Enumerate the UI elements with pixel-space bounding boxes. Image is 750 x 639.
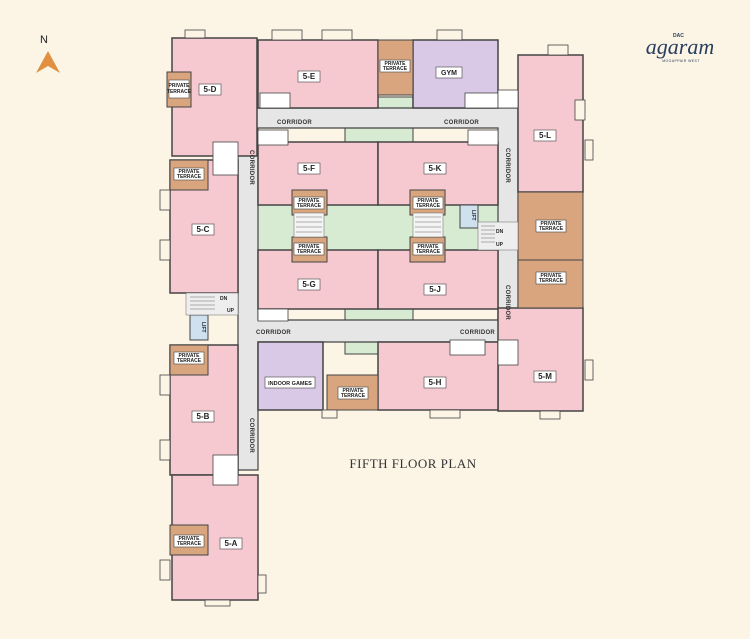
terrace-text: PRIVATE: [385, 61, 407, 67]
corridor-label: CORRIDOR: [460, 330, 495, 336]
corridor-label: CORRIDOR: [444, 120, 479, 126]
lift-east: [459, 204, 479, 229]
terrace-text: TERRACE: [297, 249, 322, 255]
unit-label-5-e: 5-E: [303, 72, 316, 81]
unit-label-5-f: 5-F: [303, 164, 315, 173]
lift-label: LIFT: [470, 210, 476, 221]
terrace-text: PRIVATE: [299, 244, 321, 250]
terrace-text: PRIVATE: [418, 198, 440, 204]
corridor-label: CORRIDOR: [256, 330, 291, 336]
terrace-text: TERRACE: [383, 66, 408, 72]
stair-west: [185, 292, 239, 316]
unit-label-5-l: 5-L: [539, 131, 551, 140]
terrace-text: PRIVATE: [343, 388, 365, 394]
terrace-text: TERRACE: [167, 89, 192, 95]
unit-5-l: [517, 54, 584, 193]
terrace-text: PRIVATE: [169, 83, 191, 89]
indoor-games: [257, 341, 324, 411]
terrace-text: TERRACE: [341, 393, 366, 399]
north-label: N: [40, 34, 48, 46]
terrace-text: TERRACE: [416, 249, 441, 255]
gym-label: GYM: [441, 70, 457, 77]
unit-5-j: [377, 249, 499, 310]
stair-dn-label: DN: [220, 296, 228, 302]
terrace-text: PRIVATE: [541, 273, 563, 279]
plan-title: FIFTH FLOOR PLAN: [349, 456, 476, 471]
unit-label-5-m: 5-M: [538, 372, 552, 381]
brand-logo: agaram: [646, 34, 714, 59]
north-arrow-icon: [36, 51, 60, 73]
brand-tagline: MOGAPPAIR WEST: [662, 59, 700, 63]
stair-up-label: UP: [227, 308, 235, 314]
brand-prefix: DAC: [673, 33, 684, 39]
corridor-label: CORRIDOR: [277, 120, 312, 126]
unit-label-5-a: 5-A: [225, 539, 238, 548]
unit-label-5-h: 5-H: [429, 378, 442, 387]
corridor-label: CORRIDOR: [504, 148, 510, 183]
terrace-text: TERRACE: [177, 358, 202, 364]
terrace-text: TERRACE: [297, 203, 322, 209]
terrace-text: PRIVATE: [541, 221, 563, 227]
terrace-text: PRIVATE: [179, 169, 201, 175]
corridor-label: CORRIDOR: [248, 418, 254, 453]
corridor-label: CORRIDOR: [248, 150, 254, 185]
unit-label-5-c: 5-C: [197, 225, 210, 234]
terrace-text: TERRACE: [177, 541, 202, 547]
lift-label: LIFT: [200, 322, 206, 333]
indoor-games-label: INDOOR GAMES: [268, 381, 312, 387]
unit-label-5-d: 5-D: [204, 85, 217, 94]
unit-label-5-k: 5-K: [429, 164, 442, 173]
terrace-text: TERRACE: [539, 226, 564, 232]
terrace-text: TERRACE: [177, 174, 202, 180]
terrace-text: TERRACE: [416, 203, 441, 209]
unit-label-5-j: 5-J: [429, 285, 441, 294]
terrace-text: TERRACE: [539, 278, 564, 284]
stair-east: [477, 221, 519, 251]
stair-up-label: UP: [496, 242, 504, 248]
unit-label-5-g: 5-G: [302, 280, 315, 289]
terrace-text: PRIVATE: [299, 198, 321, 204]
unit-label-5-b: 5-B: [197, 412, 210, 421]
terrace-text: PRIVATE: [179, 536, 201, 542]
terrace-text: PRIVATE: [179, 353, 201, 359]
stair-dn-label: DN: [496, 229, 504, 235]
corridor-label: CORRIDOR: [504, 285, 510, 320]
terrace-text: PRIVATE: [418, 244, 440, 250]
